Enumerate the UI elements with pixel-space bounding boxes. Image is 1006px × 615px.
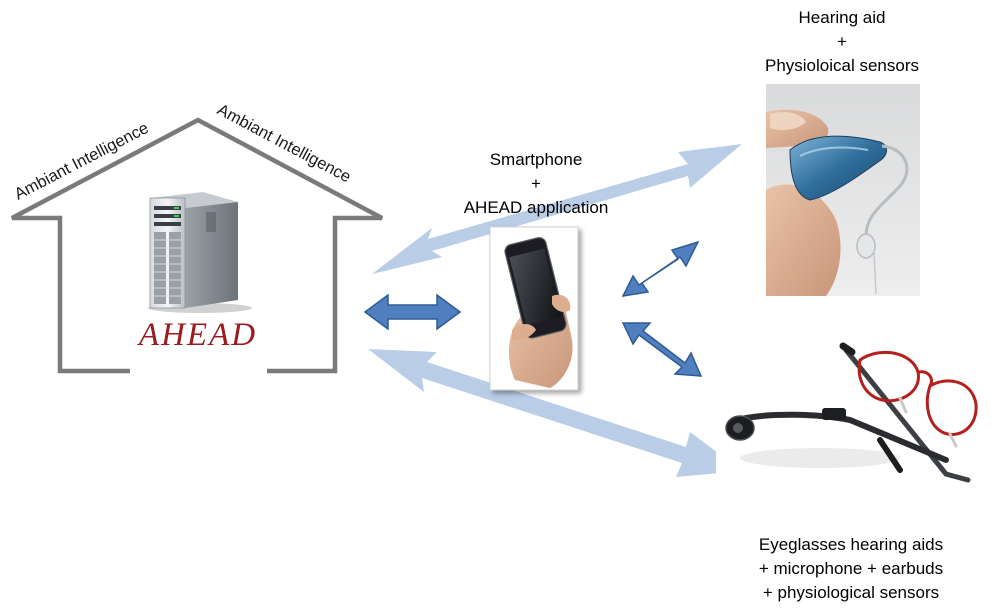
house-roof-and-walls [10,117,384,374]
roof-label-left: Ambiant Intelligence [12,119,152,204]
eyeglasses-label-line1: Eyeglasses hearing aids [758,535,944,554]
dark-arrow-smartphone-hearing-aid[interactable] [621,240,700,297]
roof-label-right: Ambiant Intelligence [214,101,354,187]
server-icon [148,192,252,313]
hearing-aid-label-line2: + [837,32,847,51]
light-arrow-house-eyeglasses [368,349,742,477]
dark-arrow-smartphone-eyeglasses[interactable] [621,322,703,377]
smartphone-label: Smartphone + AHEAD application [436,148,636,220]
smartphone-label-line3: AHEAD application [463,198,609,217]
hearing-aid-tube [864,144,909,237]
microphone-module [822,408,846,420]
smartphone-label-line2: + [531,174,541,193]
hearing-aid-device [789,135,887,201]
hearing-aid-label-line1: Hearing aid [798,8,886,27]
smartphone-photo [489,226,579,391]
ahead-logo-text: AHEAD [137,317,257,353]
light-arrow-house-hearing-aid [372,144,742,274]
hearing-aid-dome [856,233,876,259]
house-outline [10,117,384,374]
eyeglasses-label-line3: + physiological sensors [762,583,940,602]
phone-screen [509,248,562,326]
smartphone-label-line1: Smartphone [489,150,583,169]
hearing-aid-label-line3: Physioloical sensors [764,56,919,75]
hearing-aid-label: Hearing aid + Physioloical sensors [736,6,948,78]
light-arrows [368,144,742,477]
eyeglasses-label: Eyeglasses hearing aids + microphone + e… [726,533,976,605]
dark-arrow-house-smartphone[interactable] [363,293,462,331]
dark-arrows [363,240,703,377]
eyeglasses-photo [716,340,986,520]
eyeglasses-frame [857,350,978,436]
eyeglasses-label-line2: + microphone + earbuds [758,559,944,578]
hearing-aid-photo [766,84,920,296]
